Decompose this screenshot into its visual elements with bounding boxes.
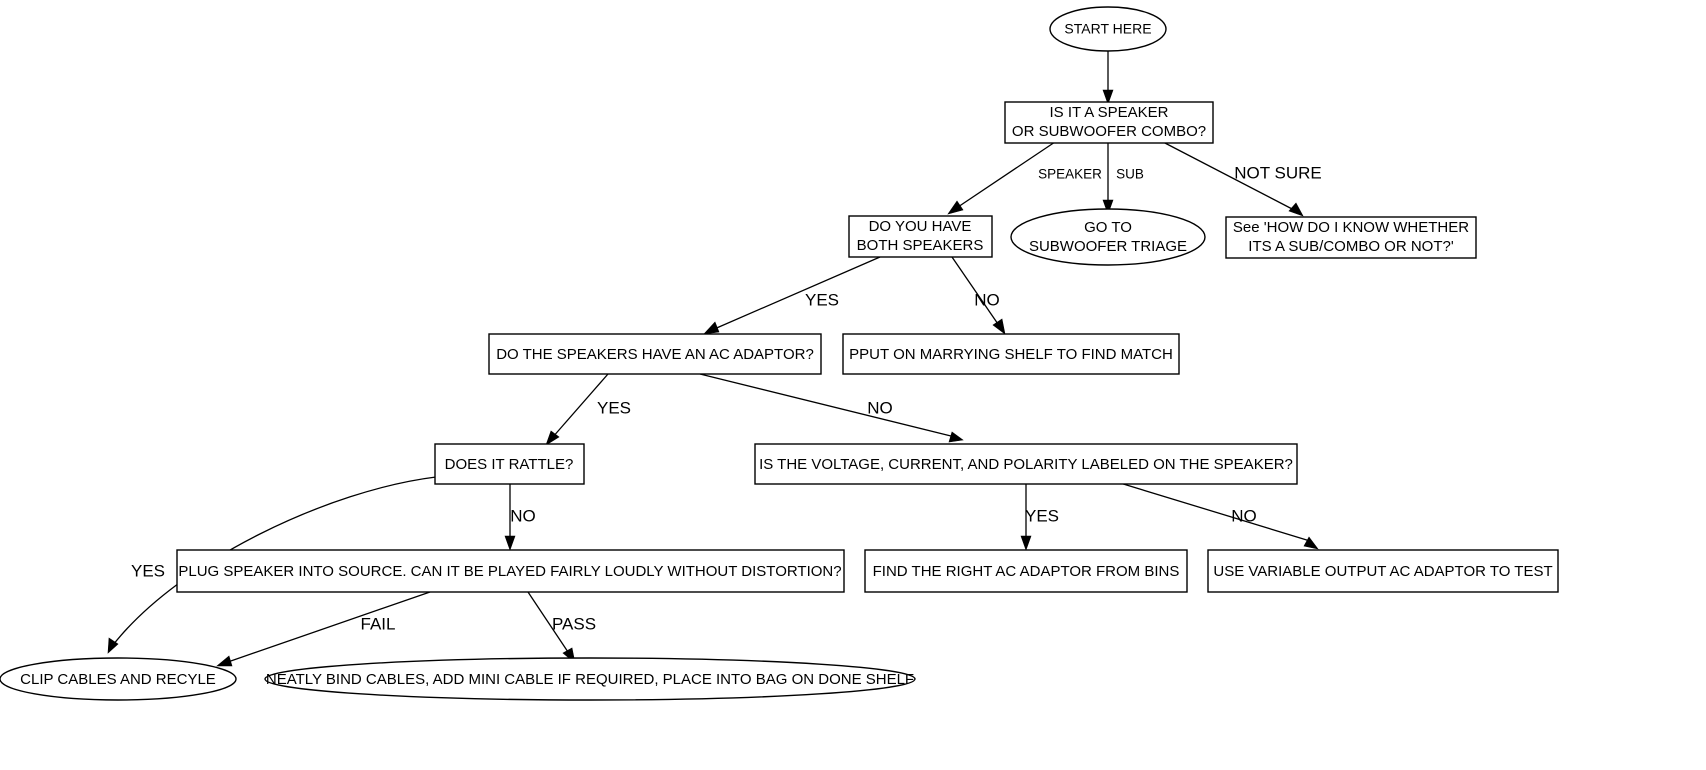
node-neatly-bind-cables-shape (264, 657, 916, 701)
edge-label-rattle-no: NO (510, 506, 536, 525)
node-see-how-do-i-know-label-line2: ITS A SUB/COMBO OR NOT?' (1248, 238, 1454, 255)
edge-voltage-no (1119, 482, 1311, 542)
node-marrying-shelf[interactable]: PPUT ON MARRYING SHELF TO FIND MATCH (842, 333, 1180, 375)
arrowhead-both-yes (703, 321, 720, 335)
node-use-variable-adaptor[interactable]: USE VARIABLE OUTPUT AC ADAPTOR TO TEST (1207, 549, 1559, 593)
node-neatly-bind-cables-label: NEATLY BIND CABLES, ADD MINI CABLE IF RE… (266, 671, 914, 688)
edge-label-test-fail: FAIL (361, 614, 396, 633)
node-use-variable-adaptor-shape (1207, 549, 1559, 593)
edge-label-both-no: NO (974, 290, 1000, 309)
arrowhead-not-sure-branch (1288, 202, 1304, 217)
edge-label-not-sure: NOT SURE (1234, 163, 1322, 182)
node-see-how-do-i-know-shape (1225, 216, 1477, 259)
node-find-right-adaptor[interactable]: FIND THE RIGHT AC ADAPTOR FROM BINS (864, 549, 1188, 593)
arrowhead-sub-branch (1102, 199, 1114, 215)
node-plug-speaker-test-label: PLUG SPEAKER INTO SOURCE. CAN IT BE PLAY… (178, 563, 841, 580)
edge-speaker-branch (954, 141, 1056, 210)
node-see-how-do-i-know[interactable]: See 'HOW DO I KNOW WHETHER ITS A SUB/COM… (1225, 216, 1477, 259)
edge-label-voltage-yes: YES (1025, 506, 1059, 525)
node-find-right-adaptor-shape (864, 549, 1188, 593)
edge-label-voltage-no: NO (1231, 506, 1257, 525)
node-is-it-a-speaker-label-line1: IS IT A SPEAKER (1050, 104, 1169, 121)
edge-adaptor-yes (551, 373, 609, 439)
arrowhead-test-fail (216, 655, 233, 667)
node-is-it-a-speaker-label-line2: OR SUBWOOFER COMBO? (1012, 123, 1206, 140)
edge-labels-layer: SPEAKER SUB NOT SURE YES NO YES NO NO YE… (131, 163, 1322, 633)
edge-test-fail (224, 591, 431, 664)
node-clip-cables-and-recycle-shape (0, 657, 237, 701)
node-do-you-have-both-speakers-label-line2: BOTH SPEAKERS (857, 237, 984, 254)
edge-both-yes (711, 256, 881, 331)
node-start-here-shape (1049, 6, 1167, 52)
arrowhead-adaptor-yes (545, 430, 560, 446)
node-is-voltage-labeled-shape (754, 443, 1298, 485)
arrowhead-rattle-no (504, 535, 516, 551)
edge-adaptor-no (699, 373, 956, 438)
node-go-to-subwoofer-triage-label-line2: SUBWOOFER TRIAGE (1029, 238, 1187, 255)
arrowhead-voltage-yes (1020, 535, 1032, 551)
node-do-you-have-both-speakers-label-line1: DO YOU HAVE (869, 218, 972, 235)
node-go-to-subwoofer-triage[interactable]: GO TO SUBWOOFER TRIAGE (1010, 208, 1206, 266)
node-do-speakers-have-ac-adaptor[interactable]: DO THE SPEAKERS HAVE AN AC ADAPTOR? (488, 333, 822, 375)
node-is-it-a-speaker[interactable]: IS IT A SPEAKER OR SUBWOOFER COMBO? (1004, 101, 1214, 144)
node-start-here[interactable]: START HERE (1049, 6, 1167, 52)
arrowhead-rattle-yes (107, 637, 119, 654)
node-go-to-subwoofer-triage-shape (1010, 208, 1206, 266)
edge-label-adaptor-no: NO (867, 398, 893, 417)
node-do-speakers-have-ac-adaptor-shape (488, 333, 822, 375)
edge-label-both-yes: YES (805, 290, 839, 309)
arrowhead-voltage-no (1303, 536, 1319, 550)
edge-both-no (951, 256, 1001, 328)
node-plug-speaker-test-shape (176, 549, 845, 593)
arrowhead-start-to-speaker-question (1102, 89, 1114, 105)
node-is-voltage-labeled[interactable]: IS THE VOLTAGE, CURRENT, AND POLARITY LA… (754, 443, 1298, 485)
node-does-it-rattle-shape (434, 443, 585, 485)
node-see-how-do-i-know-label-line1: See 'HOW DO I KNOW WHETHER (1233, 219, 1469, 236)
node-neatly-bind-cables[interactable]: NEATLY BIND CABLES, ADD MINI CABLE IF RE… (264, 657, 916, 701)
node-does-it-rattle[interactable]: DOES IT RATTLE? (434, 443, 585, 485)
node-go-to-subwoofer-triage-label-line1: GO TO (1084, 219, 1132, 236)
arrowhead-speaker-branch (947, 200, 964, 215)
node-is-it-a-speaker-shape (1004, 101, 1214, 144)
node-use-variable-adaptor-label: USE VARIABLE OUTPUT AC ADAPTOR TO TEST (1213, 563, 1552, 580)
node-marrying-shelf-label: PPUT ON MARRYING SHELF TO FIND MATCH (849, 346, 1173, 363)
edge-label-rattle-yes: YES (131, 561, 165, 580)
edge-label-sub: SUB (1116, 167, 1144, 182)
arrowhead-adaptor-no (948, 431, 964, 443)
node-do-you-have-both-speakers-shape (848, 215, 993, 258)
edge-rattle-yes (112, 476, 437, 646)
node-clip-cables-and-recycle-label: CLIP CABLES AND RECYLE (20, 671, 216, 688)
node-marrying-shelf-shape (842, 333, 1180, 375)
node-plug-speaker-test[interactable]: PLUG SPEAKER INTO SOURCE. CAN IT BE PLAY… (176, 549, 845, 593)
node-do-you-have-both-speakers[interactable]: DO YOU HAVE BOTH SPEAKERS (848, 215, 993, 258)
node-start-here-label: START HERE (1064, 21, 1151, 37)
node-is-voltage-labeled-label: IS THE VOLTAGE, CURRENT, AND POLARITY LA… (759, 456, 1293, 473)
edge-label-adaptor-yes: YES (597, 398, 631, 417)
edges-layer (107, 51, 1319, 667)
node-do-speakers-have-ac-adaptor-label: DO THE SPEAKERS HAVE AN AC ADAPTOR? (496, 346, 814, 363)
node-does-it-rattle-label: DOES IT RATTLE? (445, 456, 574, 473)
edge-test-pass (527, 591, 571, 656)
arrowhead-both-no (992, 318, 1006, 335)
node-clip-cables-and-recycle[interactable]: CLIP CABLES AND RECYLE (0, 657, 237, 701)
node-find-right-adaptor-label: FIND THE RIGHT AC ADAPTOR FROM BINS (873, 563, 1180, 580)
edge-label-speaker: SPEAKER (1038, 167, 1102, 182)
edge-not-sure-branch (1162, 141, 1297, 212)
edge-label-test-pass: PASS (552, 614, 596, 633)
